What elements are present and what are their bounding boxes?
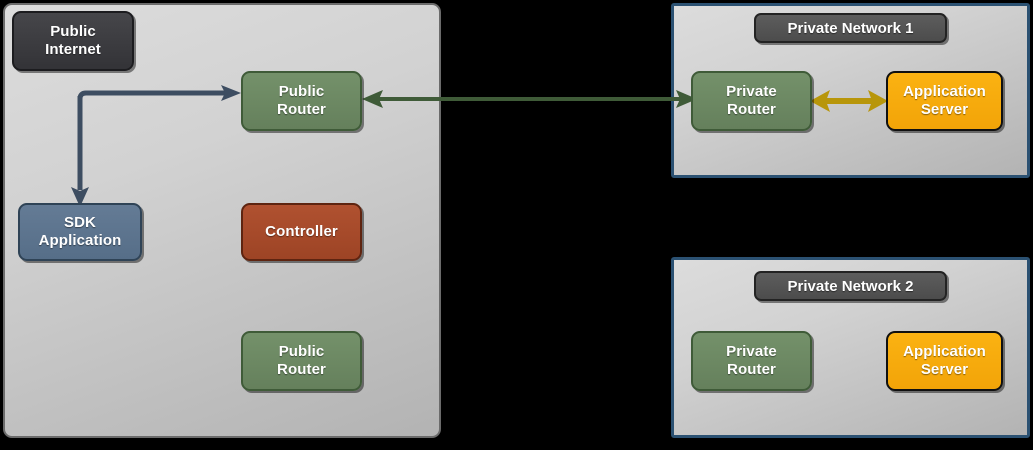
node-label-line2: Router bbox=[277, 361, 326, 378]
private-network-2-title: Private Network 2 bbox=[787, 277, 914, 295]
node-public-internet[interactable]: Public Internet bbox=[12, 11, 134, 71]
node-label-line2: Application bbox=[38, 232, 122, 249]
private-network-1-title: Private Network 1 bbox=[787, 19, 914, 37]
node-label-line1: Public bbox=[278, 82, 325, 100]
node-public-internet-label: Public Internet bbox=[41, 23, 105, 60]
node-label-line1: Application bbox=[903, 342, 986, 360]
node-private-router-2-label: Private Router bbox=[722, 343, 781, 380]
node-label-line1: Public bbox=[50, 22, 96, 40]
node-application-server-2-label: Application Server bbox=[899, 343, 990, 380]
node-public-router-bottom[interactable]: Public Router bbox=[241, 331, 362, 391]
node-public-router-top[interactable]: Public Router bbox=[241, 71, 362, 131]
node-application-server-2[interactable]: Application Server bbox=[886, 331, 1003, 391]
node-private-router-1-label: Private Router bbox=[722, 83, 781, 120]
node-label-line2: Router bbox=[277, 101, 326, 118]
node-label-line2: Internet bbox=[45, 41, 101, 58]
node-controller-label: Controller bbox=[265, 222, 338, 240]
node-public-router-top-label: Public Router bbox=[273, 83, 330, 120]
node-label-line2: Router bbox=[727, 361, 776, 378]
private-network-2-title-chip: Private Network 2 bbox=[754, 271, 947, 301]
node-sdk-application-label: SDK Application bbox=[35, 214, 126, 251]
node-application-server-1-label: Application Server bbox=[899, 83, 990, 120]
node-sdk-application[interactable]: SDK Application bbox=[18, 203, 142, 261]
node-private-router-2[interactable]: Private Router bbox=[691, 331, 812, 391]
node-public-router-bottom-label: Public Router bbox=[273, 343, 330, 380]
node-label-line1: SDK bbox=[64, 213, 96, 231]
node-label-line2: Server bbox=[920, 101, 969, 118]
node-private-router-1[interactable]: Private Router bbox=[691, 71, 812, 131]
node-label-line2: Router bbox=[727, 101, 776, 118]
node-application-server-1[interactable]: Application Server bbox=[886, 71, 1003, 131]
node-label-line1: Private bbox=[726, 82, 777, 100]
node-label-line1: Public bbox=[278, 342, 325, 360]
private-network-1-title-chip: Private Network 1 bbox=[754, 13, 947, 43]
node-controller[interactable]: Controller bbox=[241, 203, 362, 261]
node-label-line1: Private bbox=[726, 342, 777, 360]
node-label-line1: Application bbox=[903, 82, 986, 100]
node-label-line2: Server bbox=[920, 361, 969, 378]
